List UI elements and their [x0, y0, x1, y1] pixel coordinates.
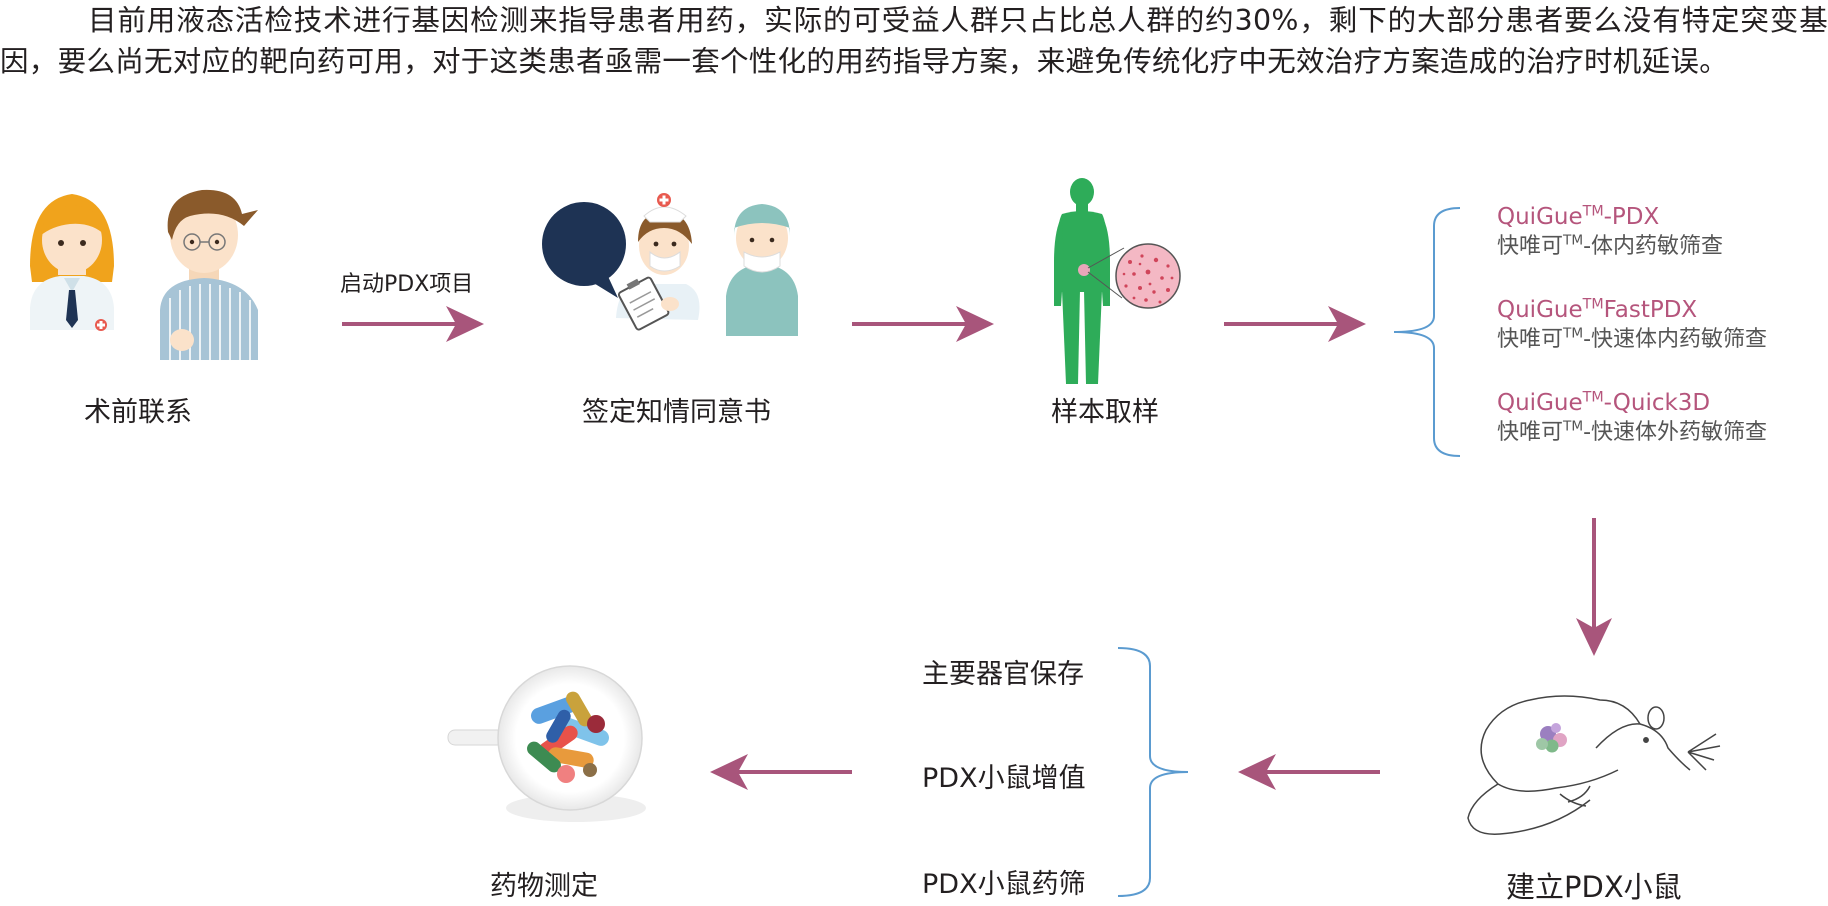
arrow-uses-to-drug-test [710, 754, 852, 790]
pdx-mouse-icon [1467, 695, 1721, 835]
step-label-sampling: 样本取样 [1051, 397, 1159, 428]
tumor-magnifier-icon [1087, 243, 1181, 309]
patient-icon [160, 189, 258, 360]
product-name: QuiGue [1497, 297, 1583, 323]
product-subtitle: 快唯可 [1497, 327, 1564, 352]
product-subtitle: 快唯可 [1497, 234, 1564, 259]
doctor-icon [30, 194, 114, 331]
human-body-icon [1054, 178, 1110, 384]
arrow-products-to-mouse [1576, 518, 1612, 656]
step-label-consent: 签定知情同意书 [582, 397, 771, 428]
step-label-pre-op: 术前联系 [84, 397, 192, 428]
arrow-label-start-pdx: 启动PDX项目 [340, 272, 474, 297]
arrow-sampling-to-products [1224, 306, 1366, 342]
product-item: QuiGueTM-PDX 快唯可TM-体内药敏筛查 [1497, 203, 1724, 259]
arrow-preop-to-consent [342, 306, 484, 342]
nurse-icon [616, 193, 700, 331]
arrow-consent-to-sampling [852, 306, 994, 342]
pdx-use-expansion: PDX小鼠增值 [922, 763, 1086, 794]
product-name: QuiGue [1497, 204, 1583, 230]
pdx-use-organ-preservation: 主要器官保存 [922, 659, 1084, 690]
product-name: QuiGue [1497, 390, 1583, 416]
arrow-mouse-to-uses [1238, 754, 1380, 790]
product-item: QuiGueTM-Quick3D 快唯可TM-快速体外药敏筛查 [1497, 389, 1768, 445]
speech-bubble-icon [542, 202, 626, 298]
step-label-pdx-mouse: 建立PDX小鼠 [1506, 870, 1682, 904]
product-subtitle: 快唯可 [1497, 420, 1564, 445]
products-bracket [1393, 207, 1461, 457]
tumor-cluster-icon [1536, 723, 1567, 753]
uses-bracket [1117, 647, 1189, 897]
product-item: QuiGueTMFastPDX 快唯可TM-快速体内药敏筛查 [1497, 296, 1768, 352]
drug-cup-icon [447, 665, 646, 822]
step-label-drug-test: 药物测定 [490, 871, 598, 902]
pdx-use-drug-screening: PDX小鼠药筛 [922, 869, 1086, 900]
surgeon-icon [726, 204, 798, 336]
intro-paragraph: 目前用液态活检技术进行基因检测来指导患者用药，实际的可受益人群只占比总人群的约3… [0, 4, 1828, 78]
